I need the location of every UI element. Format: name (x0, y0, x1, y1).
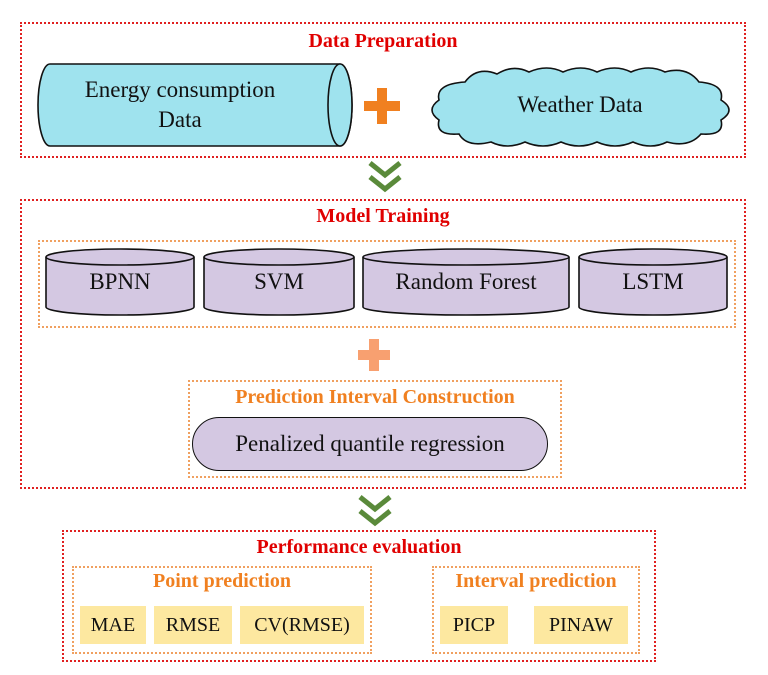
weather-data-label: Weather Data (517, 92, 643, 118)
model-label-bpnn: BPNN (89, 269, 151, 295)
model-lstm-cylinder-icon (578, 248, 728, 316)
energy-data-cylinder-icon (37, 63, 353, 147)
models-group (38, 240, 736, 328)
energy-data-label-line2: Data (158, 107, 202, 132)
performance-evaluation-title: Performance evaluation (256, 536, 462, 558)
metric-pinaw: PINAW (534, 606, 628, 644)
interval-prediction-title: Interval prediction (455, 570, 617, 592)
model-training-section: Model Training (20, 199, 746, 489)
data-preparation-title: Data Preparation (308, 30, 458, 52)
metric-picp: PICP (440, 606, 508, 644)
prediction-interval-title: Prediction Interval Construction (235, 386, 515, 408)
metric-mae: MAE (80, 606, 146, 644)
performance-evaluation-section: Performance evaluation (62, 530, 656, 662)
point-prediction-group: Point prediction (72, 566, 372, 654)
model-training-title: Model Training (316, 205, 450, 227)
point-prediction-title: Point prediction (153, 570, 291, 592)
energy-data-label-line1: Energy consumption (84, 77, 276, 103)
model-bpnn-cylinder-icon (45, 248, 195, 316)
metric-cv-rmse: CV(RMSE) (240, 606, 364, 644)
model-random-forest-cylinder-icon (362, 248, 570, 316)
plus-icon (364, 88, 400, 124)
energy-data-label: Energy consumption Data (40, 66, 320, 144)
model-svm-cylinder-icon (203, 248, 355, 316)
chevron-down-icon (358, 495, 392, 527)
interval-prediction-group: Interval prediction (432, 566, 640, 654)
penalized-quantile-regression-label: Penalized quantile regression (235, 431, 505, 457)
data-preparation-section: Data Preparation (20, 22, 746, 158)
chevron-down-icon (368, 161, 402, 193)
model-label-svm: SVM (254, 269, 304, 295)
metric-rmse: RMSE (154, 606, 232, 644)
plus-icon (358, 339, 390, 371)
prediction-interval-group: Prediction Interval Construction (188, 380, 562, 478)
weather-cloud-icon (431, 67, 730, 147)
model-label-lstm: LSTM (622, 269, 684, 295)
model-label-random-forest: Random Forest (395, 269, 537, 295)
penalized-quantile-regression-box (192, 417, 548, 471)
